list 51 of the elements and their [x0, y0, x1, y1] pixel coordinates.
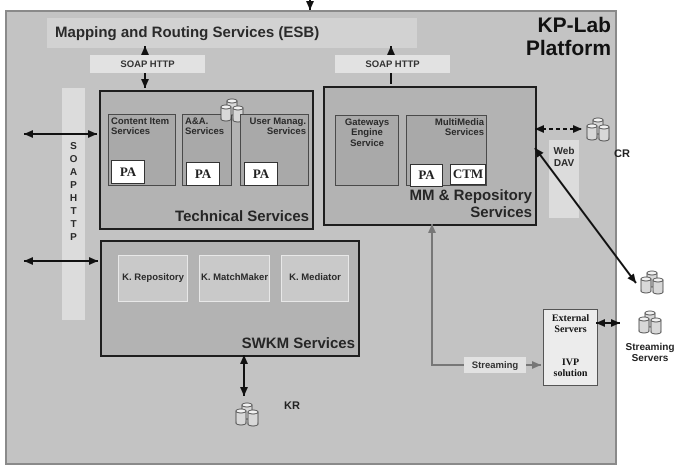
- arrow: [24, 257, 98, 265]
- service-label: K. Repository: [122, 273, 184, 284]
- module-label: PA: [120, 164, 136, 180]
- service-box: [335, 115, 399, 186]
- arrow: [240, 355, 248, 396]
- server-label: External Servers: [550, 313, 590, 335]
- module-box: [111, 160, 145, 184]
- server-label: IVP solution: [552, 357, 588, 379]
- server-label: Streaming Servers: [624, 342, 676, 364]
- service-box: [240, 114, 309, 186]
- service-label: Content Item Services: [111, 117, 170, 138]
- edge-label: SOAP HTTP: [335, 55, 450, 73]
- service-label: K. Mediator: [289, 273, 341, 284]
- group-box: [99, 90, 314, 230]
- edge-label: Streaming: [464, 357, 526, 373]
- arrow: [535, 125, 582, 133]
- service-label: Gateways Engine Service: [344, 118, 390, 150]
- service-box: [118, 255, 188, 302]
- arrow: [534, 147, 637, 284]
- service-box: [281, 255, 349, 302]
- group-title: SWKM Services: [242, 336, 355, 352]
- module-label: PA: [252, 166, 270, 182]
- server-label: KR: [284, 400, 300, 412]
- module-label: PA: [418, 168, 435, 183]
- module-label: PA: [194, 166, 212, 182]
- group-box: [100, 240, 360, 357]
- service-band: [47, 18, 417, 48]
- service-box: [406, 115, 487, 186]
- group-box: [323, 86, 537, 226]
- protocol-label: Web DAV: [552, 146, 576, 171]
- service-label: K. MatchMaker: [200, 273, 268, 284]
- platform-title: KP-Lab Platform: [524, 14, 611, 60]
- arrow: [306, 0, 314, 10]
- arrow: [596, 319, 620, 327]
- protocol-label: SOAP HTTP: [68, 140, 78, 245]
- server-label: CR: [614, 148, 630, 160]
- service-label: A&A. Services: [185, 117, 226, 138]
- group-title: Technical Services: [175, 208, 309, 225]
- module-box: [186, 162, 220, 186]
- service-label: MultiMedia Services: [434, 118, 484, 139]
- server-box: [543, 309, 598, 386]
- module-label: CTM: [452, 167, 484, 182]
- service-box: [108, 114, 176, 186]
- group-title: MM & Repository Services: [408, 188, 532, 221]
- edge-label: SOAP HTTP: [90, 55, 205, 73]
- band-title: Mapping and Routing Services (ESB): [55, 24, 320, 42]
- service-label: User Manag. Services: [248, 117, 306, 138]
- module-box: [244, 162, 278, 186]
- service-box: [199, 255, 270, 302]
- arrow: [24, 130, 97, 138]
- module-box: [410, 164, 443, 187]
